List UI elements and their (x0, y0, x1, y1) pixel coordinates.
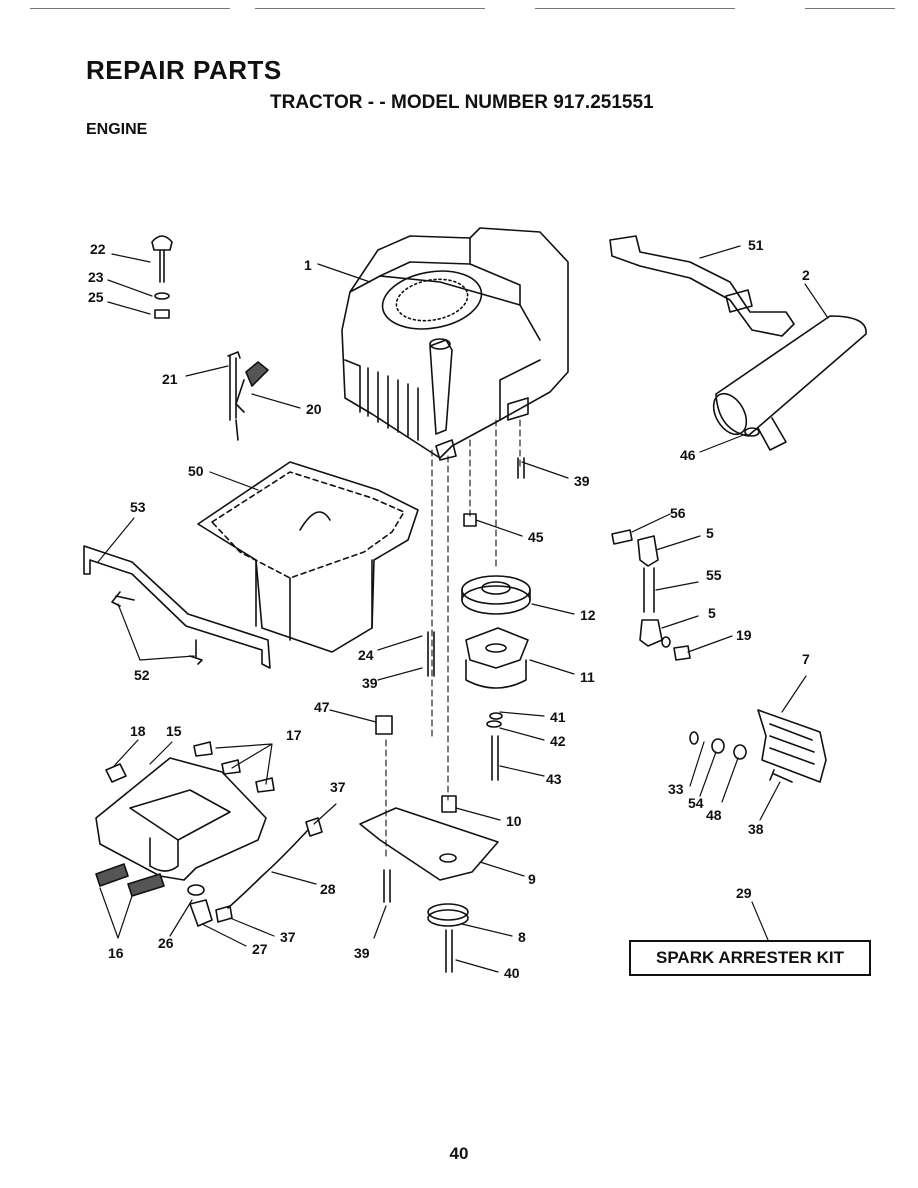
callout-24: 24 (358, 647, 374, 663)
callout-39: 39 (354, 945, 370, 961)
callout-48: 48 (706, 807, 722, 823)
top-rule (805, 8, 895, 9)
callout-50: 50 (188, 463, 204, 479)
callout-47: 47 (314, 699, 330, 715)
engine-part (341, 227, 569, 461)
callout-37: 37 (330, 779, 346, 795)
top-rule (30, 8, 230, 9)
bolt-part (383, 457, 525, 903)
fittings-part (611, 529, 691, 661)
pulley-part (461, 575, 531, 615)
callout-1: 1 (304, 257, 312, 273)
callout-25: 25 (88, 289, 104, 305)
callout-19: 19 (736, 627, 752, 643)
callout-39: 39 (574, 473, 590, 489)
callout-53: 53 (130, 499, 146, 515)
callout-54: 54 (688, 795, 704, 811)
callout-51: 51 (748, 237, 764, 253)
muffler-part (712, 315, 867, 451)
callout-38: 38 (748, 821, 764, 837)
oil-pan-part (197, 461, 419, 653)
fuel-line-part (187, 817, 323, 927)
callout-40: 40 (504, 965, 520, 981)
callout-5: 5 (706, 525, 714, 541)
callout-22: 22 (90, 241, 106, 257)
callout-46: 46 (680, 447, 696, 463)
section-heading: ENGINE (86, 121, 148, 138)
callout-16: 16 (108, 945, 124, 961)
callout-56: 56 (670, 505, 686, 521)
clutch-part (465, 627, 529, 781)
callout-9: 9 (528, 871, 536, 887)
callout-33: 33 (668, 781, 684, 797)
callout-20: 20 (306, 401, 322, 417)
plate-part (359, 715, 499, 973)
callout-39: 39 (362, 675, 378, 691)
callout-11: 11 (580, 669, 595, 685)
callout-55: 55 (706, 567, 722, 583)
callout-41: 41 (550, 709, 566, 725)
callout-28: 28 (320, 881, 336, 897)
dipstick-part (151, 235, 173, 319)
fuel-tank-part (95, 741, 275, 897)
callout-8: 8 (518, 929, 526, 945)
callout-29: 29 (736, 885, 752, 901)
heat-shield-part (689, 709, 827, 783)
callout-21: 21 (162, 371, 178, 387)
callout-26: 26 (158, 935, 174, 951)
model-subtitle: TRACTOR - - MODEL NUMBER 917.251551 (270, 92, 654, 113)
top-rule (535, 8, 735, 9)
callout-15: 15 (166, 723, 182, 739)
lever-part (227, 351, 269, 441)
callout-37: 37 (280, 929, 296, 945)
top-rule (255, 8, 485, 9)
spark-arrester-kit-box: SPARK ARRESTER KIT (629, 940, 871, 976)
callout-45: 45 (528, 529, 544, 545)
callout-42: 42 (550, 733, 566, 749)
callout-10: 10 (506, 813, 522, 829)
page-number: 40 (449, 1144, 469, 1163)
exhaust-pipe-part (609, 235, 795, 337)
callout-12: 12 (580, 607, 596, 623)
bracket-part (83, 545, 271, 669)
callout-17: 17 (286, 727, 302, 743)
callout-27: 27 (252, 941, 268, 957)
callout-7: 7 (802, 651, 810, 667)
callout-5: 5 (708, 605, 716, 621)
page-title: REPAIR PARTS (86, 55, 282, 85)
callout-23: 23 (88, 269, 104, 285)
callout-2: 2 (802, 267, 810, 283)
callout-43: 43 (546, 771, 562, 787)
callout-18: 18 (130, 723, 146, 739)
callout-52: 52 (134, 667, 150, 683)
